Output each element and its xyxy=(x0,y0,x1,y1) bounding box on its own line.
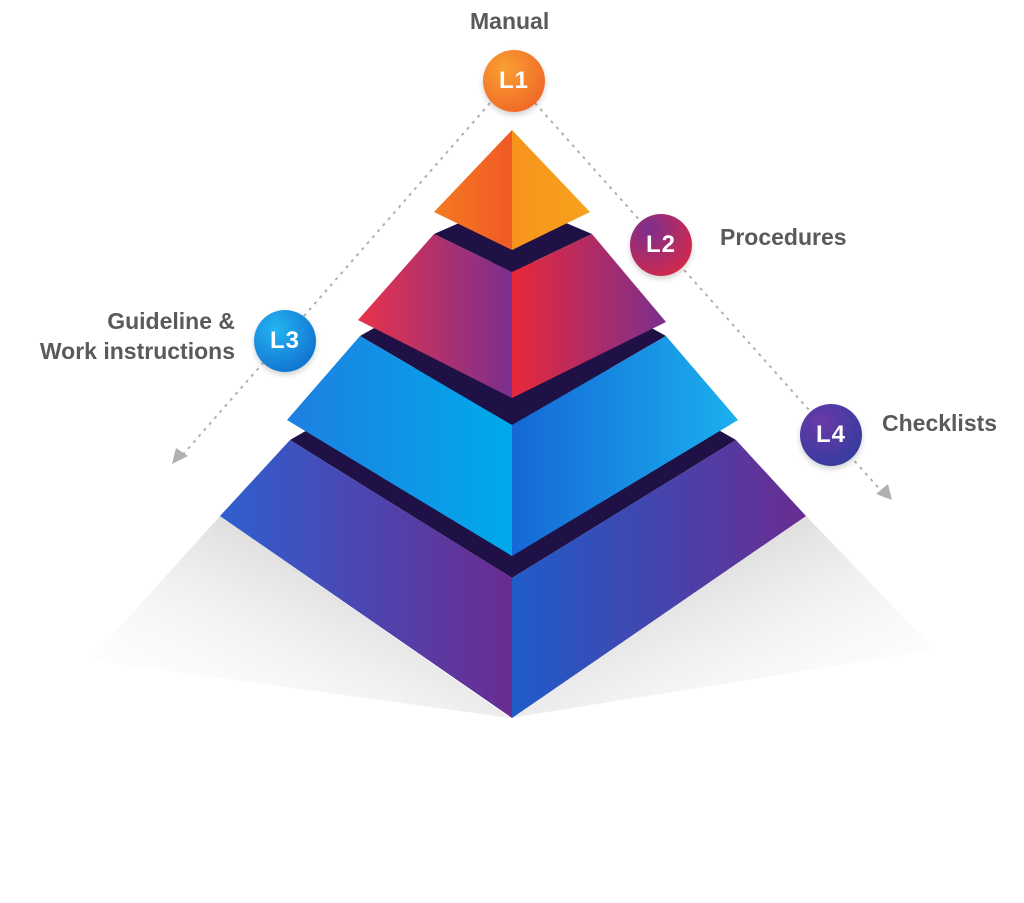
level-1-label: Manual xyxy=(470,8,550,34)
guide-arrow-left xyxy=(179,102,491,459)
shadow-left xyxy=(90,516,510,718)
tier-1-right-face xyxy=(512,130,590,250)
tier-2-right-face xyxy=(512,234,666,398)
level-4-label: Checklists xyxy=(882,410,998,436)
level-4-badge: L4 xyxy=(800,404,862,466)
tier-4-left-face xyxy=(220,440,512,718)
tier-3-right-face xyxy=(512,336,738,556)
level-3-label-line-1: Guideline & xyxy=(107,308,235,334)
arrowhead-right xyxy=(876,484,892,500)
shadow-right xyxy=(510,516,935,718)
level-3-label-line-2: Work instructions xyxy=(39,338,235,364)
level-3-badge: L3 xyxy=(254,310,316,372)
tier-2-left-face xyxy=(358,234,512,398)
tier-1-left-face xyxy=(434,130,512,250)
tier-3-left-face xyxy=(287,336,512,556)
tier-4-right-face xyxy=(512,440,806,718)
level-2-label: Procedures xyxy=(720,224,847,250)
level-1-badge: L1 xyxy=(483,50,545,112)
arrowhead-left xyxy=(172,448,188,464)
level-2-badge: L2 xyxy=(630,214,692,276)
guide-arrows xyxy=(179,102,885,495)
tier-1 xyxy=(434,130,590,250)
